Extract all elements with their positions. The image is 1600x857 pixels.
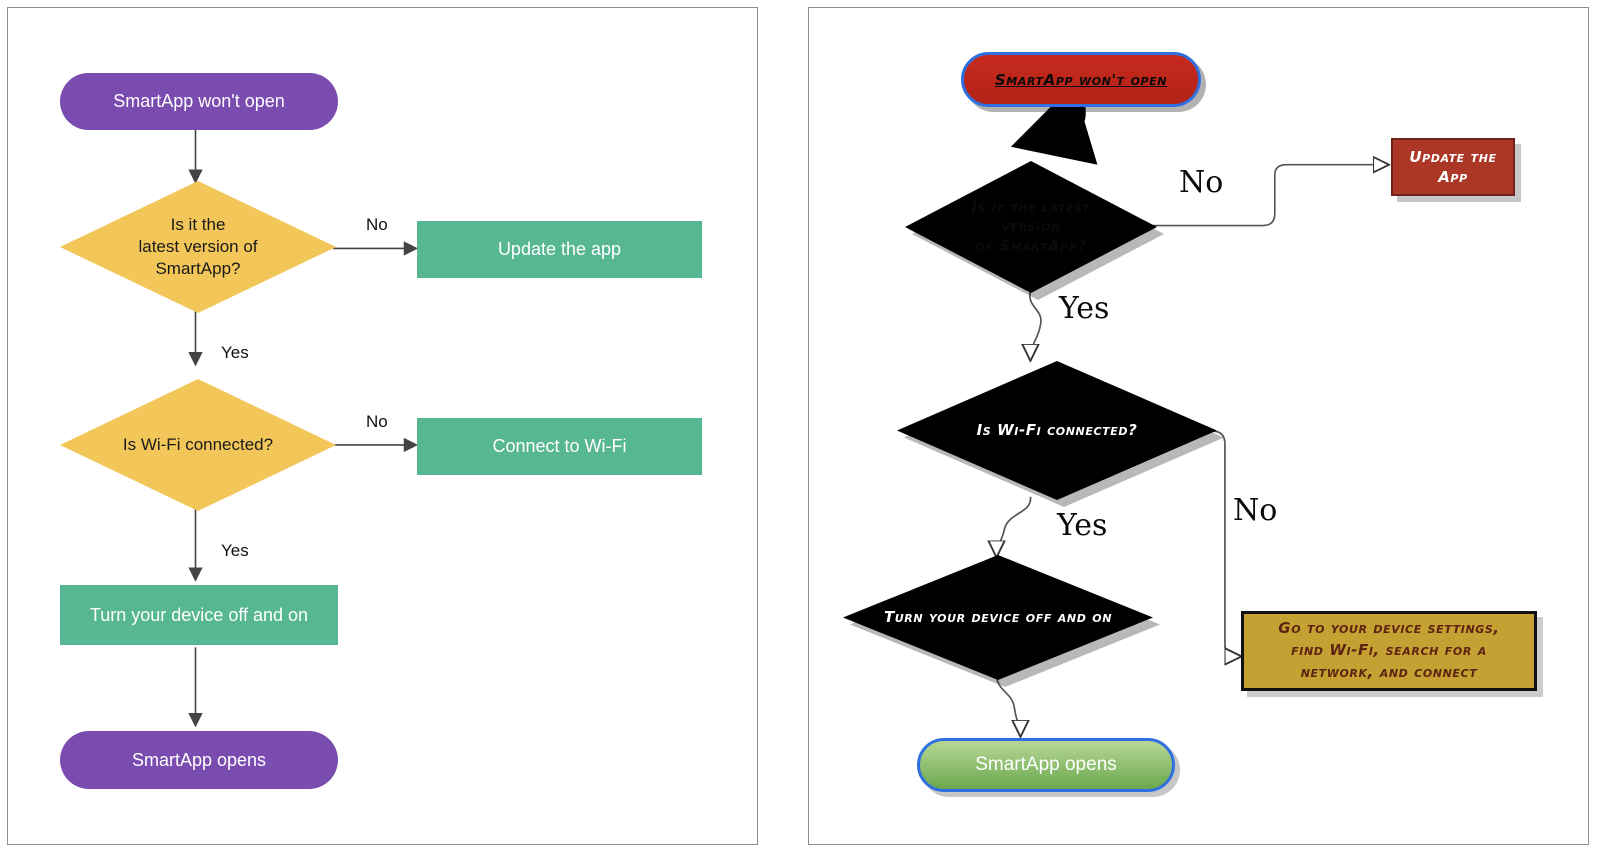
right-action2-line-3: network, and connect <box>1300 662 1478 681</box>
right-end-label: SmartApp opens <box>975 754 1117 775</box>
line-1: Is it the latest <box>971 197 1091 216</box>
line-3: of SmartApp? <box>975 236 1087 255</box>
left-action2-label: Connect to Wi-Fi <box>492 436 627 456</box>
left-node-update-app: Update the app <box>417 221 702 278</box>
line-3: SmartApp? <box>155 258 241 278</box>
right-action2-line-1: Go to your device settings, <box>1278 619 1500 638</box>
left-edge-label-no-2: No <box>366 412 388 431</box>
left-node-restart-device: Turn your device off and on <box>60 585 338 645</box>
left-action1-label: Update the app <box>497 239 622 259</box>
left-edge-label-yes-1: Yes <box>221 343 249 362</box>
right-node-end: SmartApp opens <box>917 738 1175 792</box>
left-flowchart-panel: SmartApp won't open Is it the latest ver… <box>7 7 758 845</box>
left-decision1-label: Is it the latest version of SmartApp? <box>112 214 283 279</box>
right-start-label: SmartApp won't open <box>994 70 1168 89</box>
line-2: latest version of <box>138 237 258 257</box>
right-decision3-label: Turn your device off and on <box>883 607 1113 626</box>
right-action1-line-2: App <box>1438 168 1468 186</box>
line-1: Is it the <box>170 215 226 235</box>
left-edge-label-no-1: No <box>366 215 388 234</box>
line-2: version <box>1001 217 1061 236</box>
right-node-start: SmartApp won't open <box>961 52 1201 107</box>
right-action2-line-2: find Wi-Fi, search for a <box>1291 641 1487 660</box>
right-node-update-app: Update the App <box>1391 138 1515 196</box>
right-decision1-label: Is it the latest version of SmartApp? <box>941 198 1121 257</box>
left-edge-label-yes-2: Yes <box>221 541 249 560</box>
right-edge-label-no-2: No <box>1233 493 1278 528</box>
left-node-start: SmartApp won't open <box>60 73 338 130</box>
right-edge-label-yes-2: Yes <box>1057 508 1108 543</box>
left-start-label: SmartApp won't open <box>113 91 285 111</box>
right-edge-label-no-1: No <box>1179 165 1224 200</box>
left-action3-label: Turn your device off and on <box>89 604 309 625</box>
right-node-wifi-instructions: Go to your device settings, find Wi-Fi, … <box>1241 611 1537 691</box>
left-node-decision-wifi: Is Wi-Fi connected? <box>60 379 336 511</box>
right-node-decision-version: Is it the latest version of SmartApp? <box>905 161 1164 300</box>
right-edge-label-yes-1: Yes <box>1059 291 1110 326</box>
left-decision2-label: Is Wi-Fi connected? <box>122 435 274 455</box>
left-node-end: SmartApp opens <box>60 731 338 789</box>
right-flowchart-panel: SmartApp won't open Is it the latest ver… <box>808 7 1589 845</box>
right-node-restart-device: Turn your device off and on <box>843 555 1160 687</box>
right-node-decision-wifi: Is Wi-Fi connected? <box>897 361 1224 507</box>
right-decision2-label: Is Wi-Fi connected? <box>976 420 1138 439</box>
left-node-connect-wifi: Connect to Wi-Fi <box>417 418 702 475</box>
left-end-label: SmartApp opens <box>131 749 267 770</box>
right-action1-line-1: Update the <box>1409 147 1497 166</box>
left-node-decision-version: Is it the latest version of SmartApp? <box>60 181 336 313</box>
